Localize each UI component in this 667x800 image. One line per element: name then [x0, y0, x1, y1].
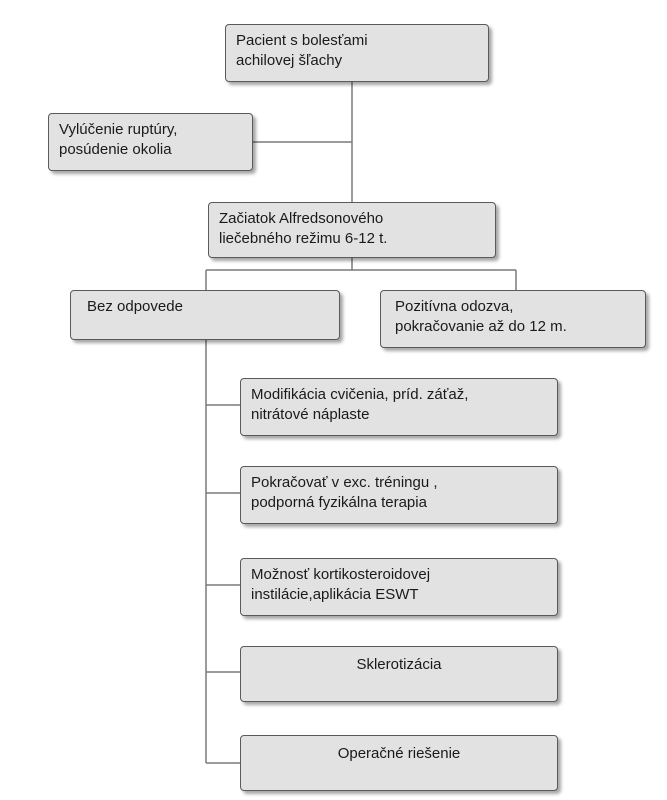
node-exclusion: Vylúčenie ruptúry, posúdenie okolia	[48, 113, 253, 171]
node-patient: Pacient s bolesťami achilovej šľachy	[225, 24, 489, 82]
node-positive: Pozitívna odozva, pokračovanie až do 12 …	[380, 290, 646, 348]
node-surgery: Operačné riešenie	[240, 735, 558, 791]
node-sclero: Sklerotizácia	[240, 646, 558, 702]
node-start: Začiatok Alfredsonového liečebného režim…	[208, 202, 496, 258]
node-continue: Pokračovať v exc. tréningu , podporná fy…	[240, 466, 558, 524]
node-cortico: Možnosť kortikosteroidovej instilácie,ap…	[240, 558, 558, 616]
node-modification: Modifikácia cvičenia, príd. záťaž, nitrá…	[240, 378, 558, 436]
node-no-response: Bez odpovede	[70, 290, 340, 340]
